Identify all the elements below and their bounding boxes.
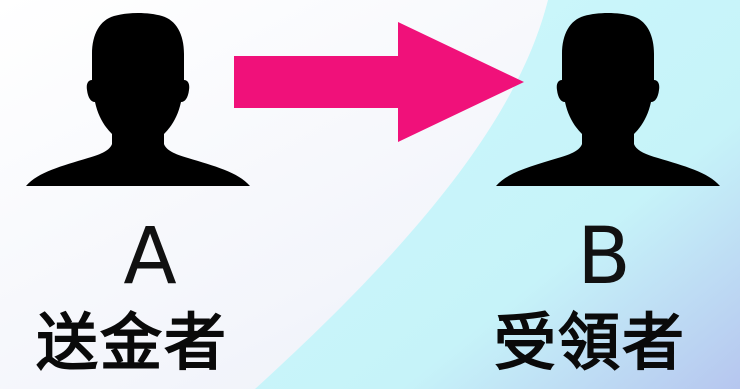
sender-person-icon	[26, 13, 250, 186]
receiver-letter: B	[577, 212, 631, 302]
sender-role-label: 送金者	[36, 306, 229, 379]
sender-letter: A	[123, 212, 177, 302]
receiver-person-icon	[496, 13, 720, 186]
right-arrow-icon	[234, 22, 524, 142]
receiver-role-label: 受領者	[494, 306, 687, 379]
